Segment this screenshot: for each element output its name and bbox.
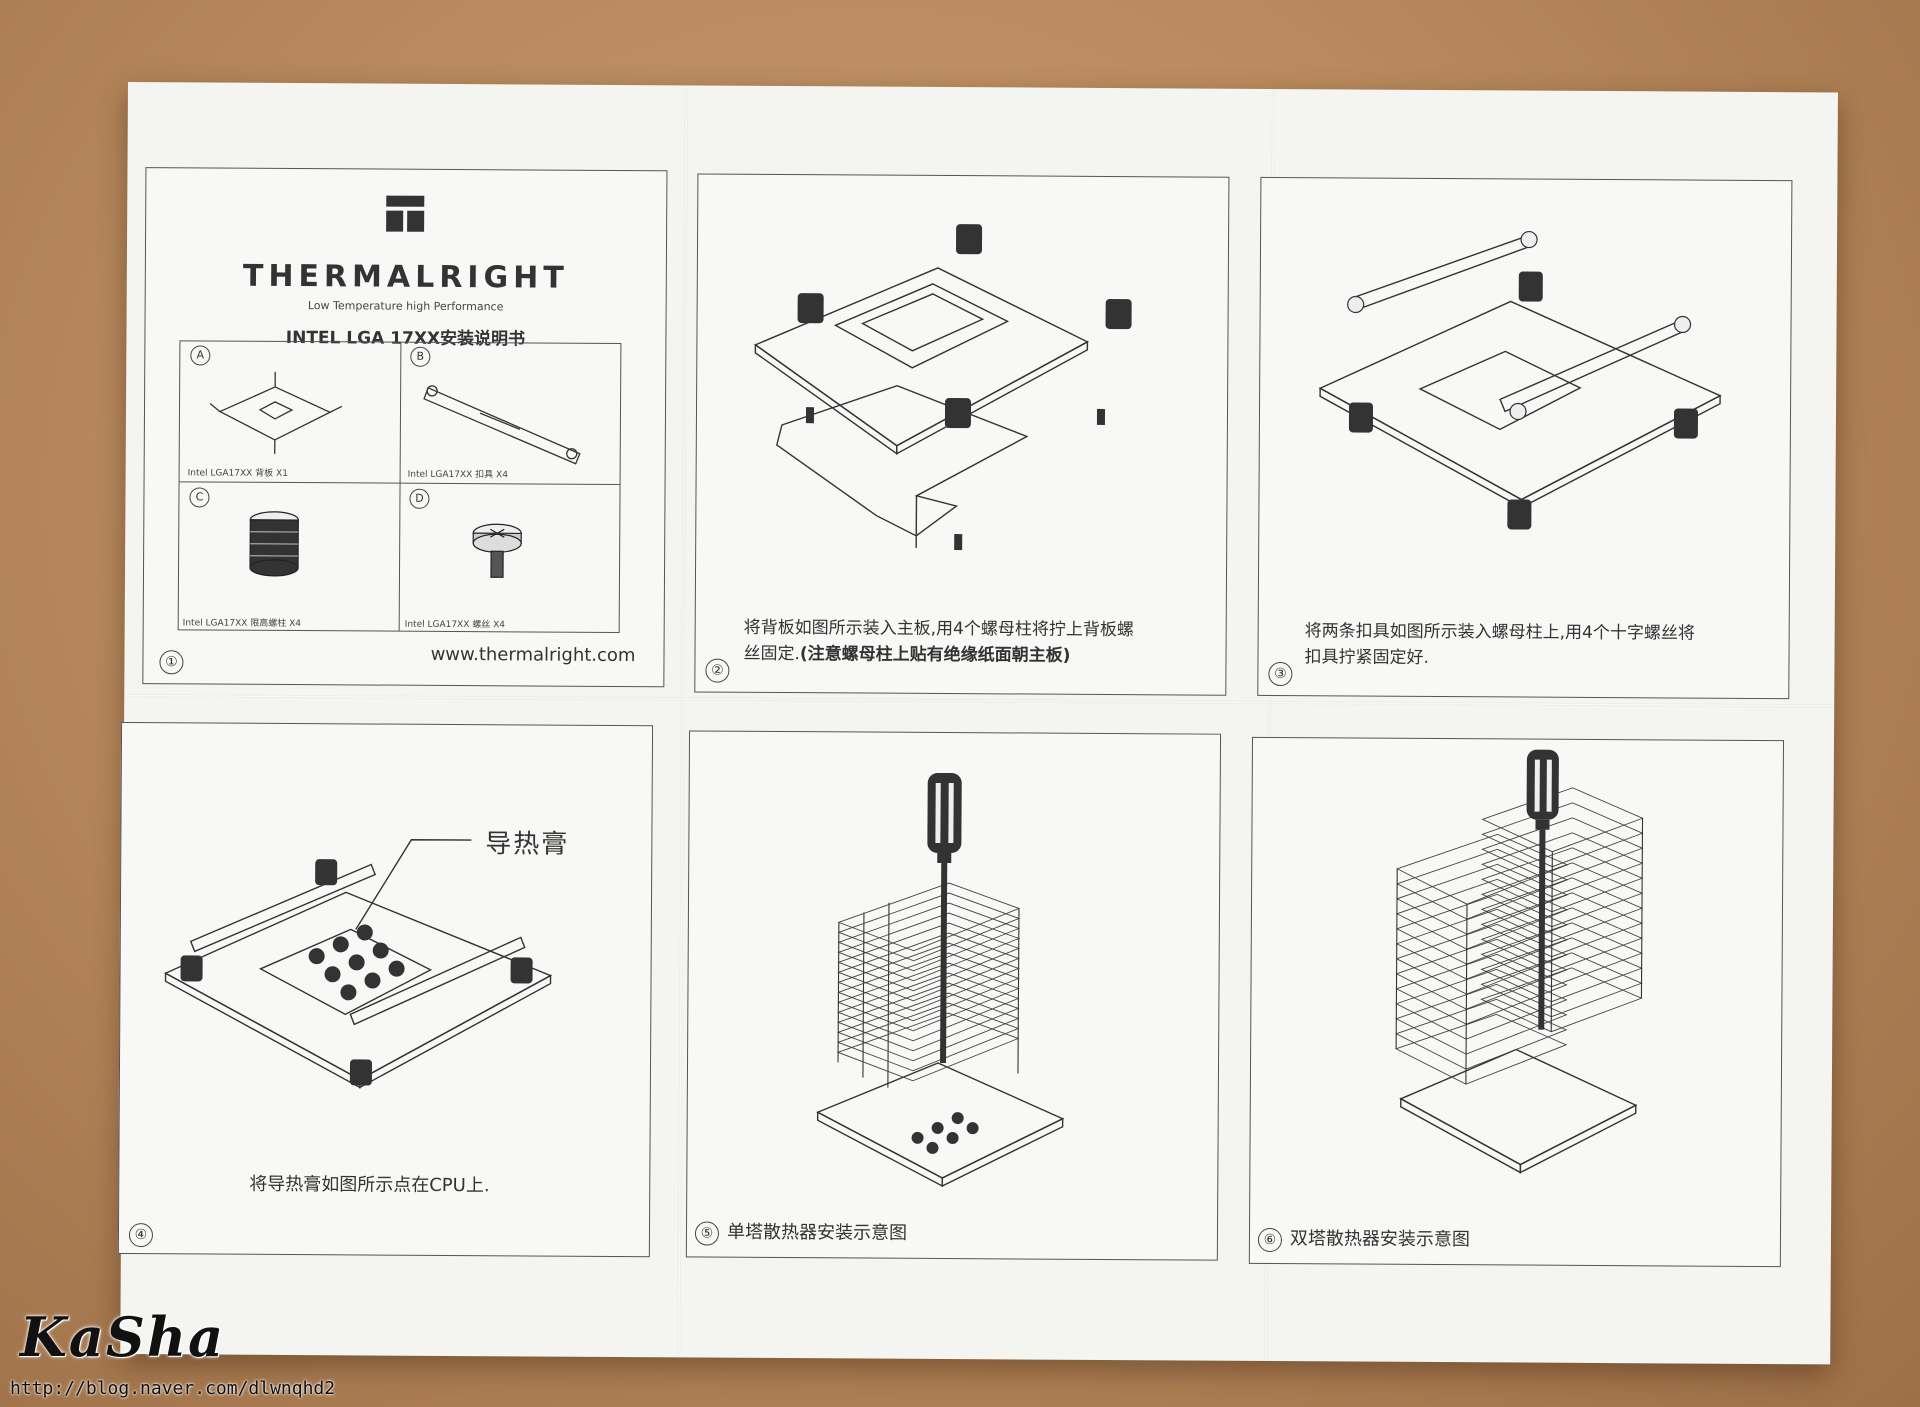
part-label-b: Intel LGA17XX 扣具 X4: [407, 469, 508, 481]
part-label-d: Intel LGA17XX 螺丝 X4: [404, 619, 506, 631]
panel-3-brackets: 将两条扣具如图所示装入螺母柱上,用4个十字螺丝将 扣具拧紧固定好. ③: [1257, 176, 1793, 700]
step-3-line-2: 扣具拧紧固定好.: [1304, 647, 1429, 668]
part-letter-d: D: [409, 488, 430, 509]
part-label-a: Intel LGA17XX 背板 X1: [187, 468, 288, 479]
step-3-line-1: 将两条扣具如图所示装入螺母柱上,用4个十字螺丝将: [1304, 621, 1695, 644]
backplate-motherboard-illustration: [753, 224, 1132, 551]
panel-6-dual-tower: ⑥ 双塔散热器安装示意图: [1248, 736, 1785, 1268]
panel-number: ③: [1268, 661, 1293, 687]
brand-name: THERMALRIGHT: [242, 258, 569, 296]
thermal-paste-illustration: [163, 839, 553, 1089]
part-letter-b: B: [410, 346, 431, 367]
panel-5-single-tower: ⑤ 单塔散热器安装示意图: [685, 730, 1222, 1261]
panel-number: ⑤: [694, 1221, 720, 1246]
step-4-caption: 将导热膏如图所示点在CPU上.: [249, 1173, 490, 1197]
website-url: www.thermalright.com: [430, 643, 636, 667]
panel-number: ②: [705, 658, 730, 683]
parts-illustrations: [209, 371, 581, 578]
step-2-plain: 丝固定.: [743, 643, 800, 665]
step-5-caption: 单塔散热器安装示意图: [726, 1221, 908, 1244]
step-6-caption: 双塔散热器安装示意图: [1289, 1228, 1471, 1251]
part-label-c: Intel LGA17XX 限高螺柱 X4: [182, 618, 302, 630]
parts-grid: A B C D Intel LGA17XX 背板 X1 Intel LGA17X…: [177, 340, 622, 634]
bracket-install-illustration: [1318, 230, 1722, 530]
panel-number: ⑥: [1257, 1227, 1283, 1253]
watermark-url: http://blog.naver.com/dlwnqhd2: [10, 1378, 336, 1399]
watermark-signature: KaSha: [20, 1305, 226, 1369]
panel-number: ④: [128, 1223, 154, 1248]
step-2-instructions: 将背板如图所示装入主板,用4个螺母柱将拧上背板螺 丝固定.(注意螺母柱上贴有绝缘…: [743, 615, 1134, 669]
step-3-instructions: 将两条扣具如图所示装入螺母柱上,用4个十字螺丝将 扣具拧紧固定好.: [1304, 618, 1695, 672]
panel-number: ①: [159, 650, 184, 675]
part-letter-a: A: [190, 345, 211, 366]
dual-tower-cooler-illustration: [1394, 749, 1644, 1174]
part-letter-c: C: [189, 487, 210, 508]
panel-2-backplate: 将背板如图所示装入主板,用4个螺母柱将拧上背板螺 丝固定.(注意螺母柱上贴有绝缘…: [694, 173, 1230, 696]
panel-4-thermal-paste: 导热膏 将导热膏如图所示点在CPU上. ④: [117, 721, 654, 1258]
panel-1-cover: THERMALRIGHT Low Temperature high Perfor…: [142, 167, 668, 688]
step-2-warning: (注意螺母柱上贴有绝缘纸面朝主板): [799, 644, 1071, 666]
step-2-line-1: 将背板如图所示装入主板,用4个螺母柱将拧上背板螺: [743, 617, 1134, 641]
instruction-sheet: THERMALRIGHT Low Temperature high Perfor…: [117, 82, 1838, 1365]
thermal-paste-callout: 导热膏: [485, 829, 570, 860]
logo-icon: [386, 195, 425, 232]
step-2-line-2: 丝固定.(注意螺母柱上贴有绝缘纸面朝主板): [743, 641, 1133, 669]
single-tower-cooler-illustration: [816, 772, 1065, 1188]
